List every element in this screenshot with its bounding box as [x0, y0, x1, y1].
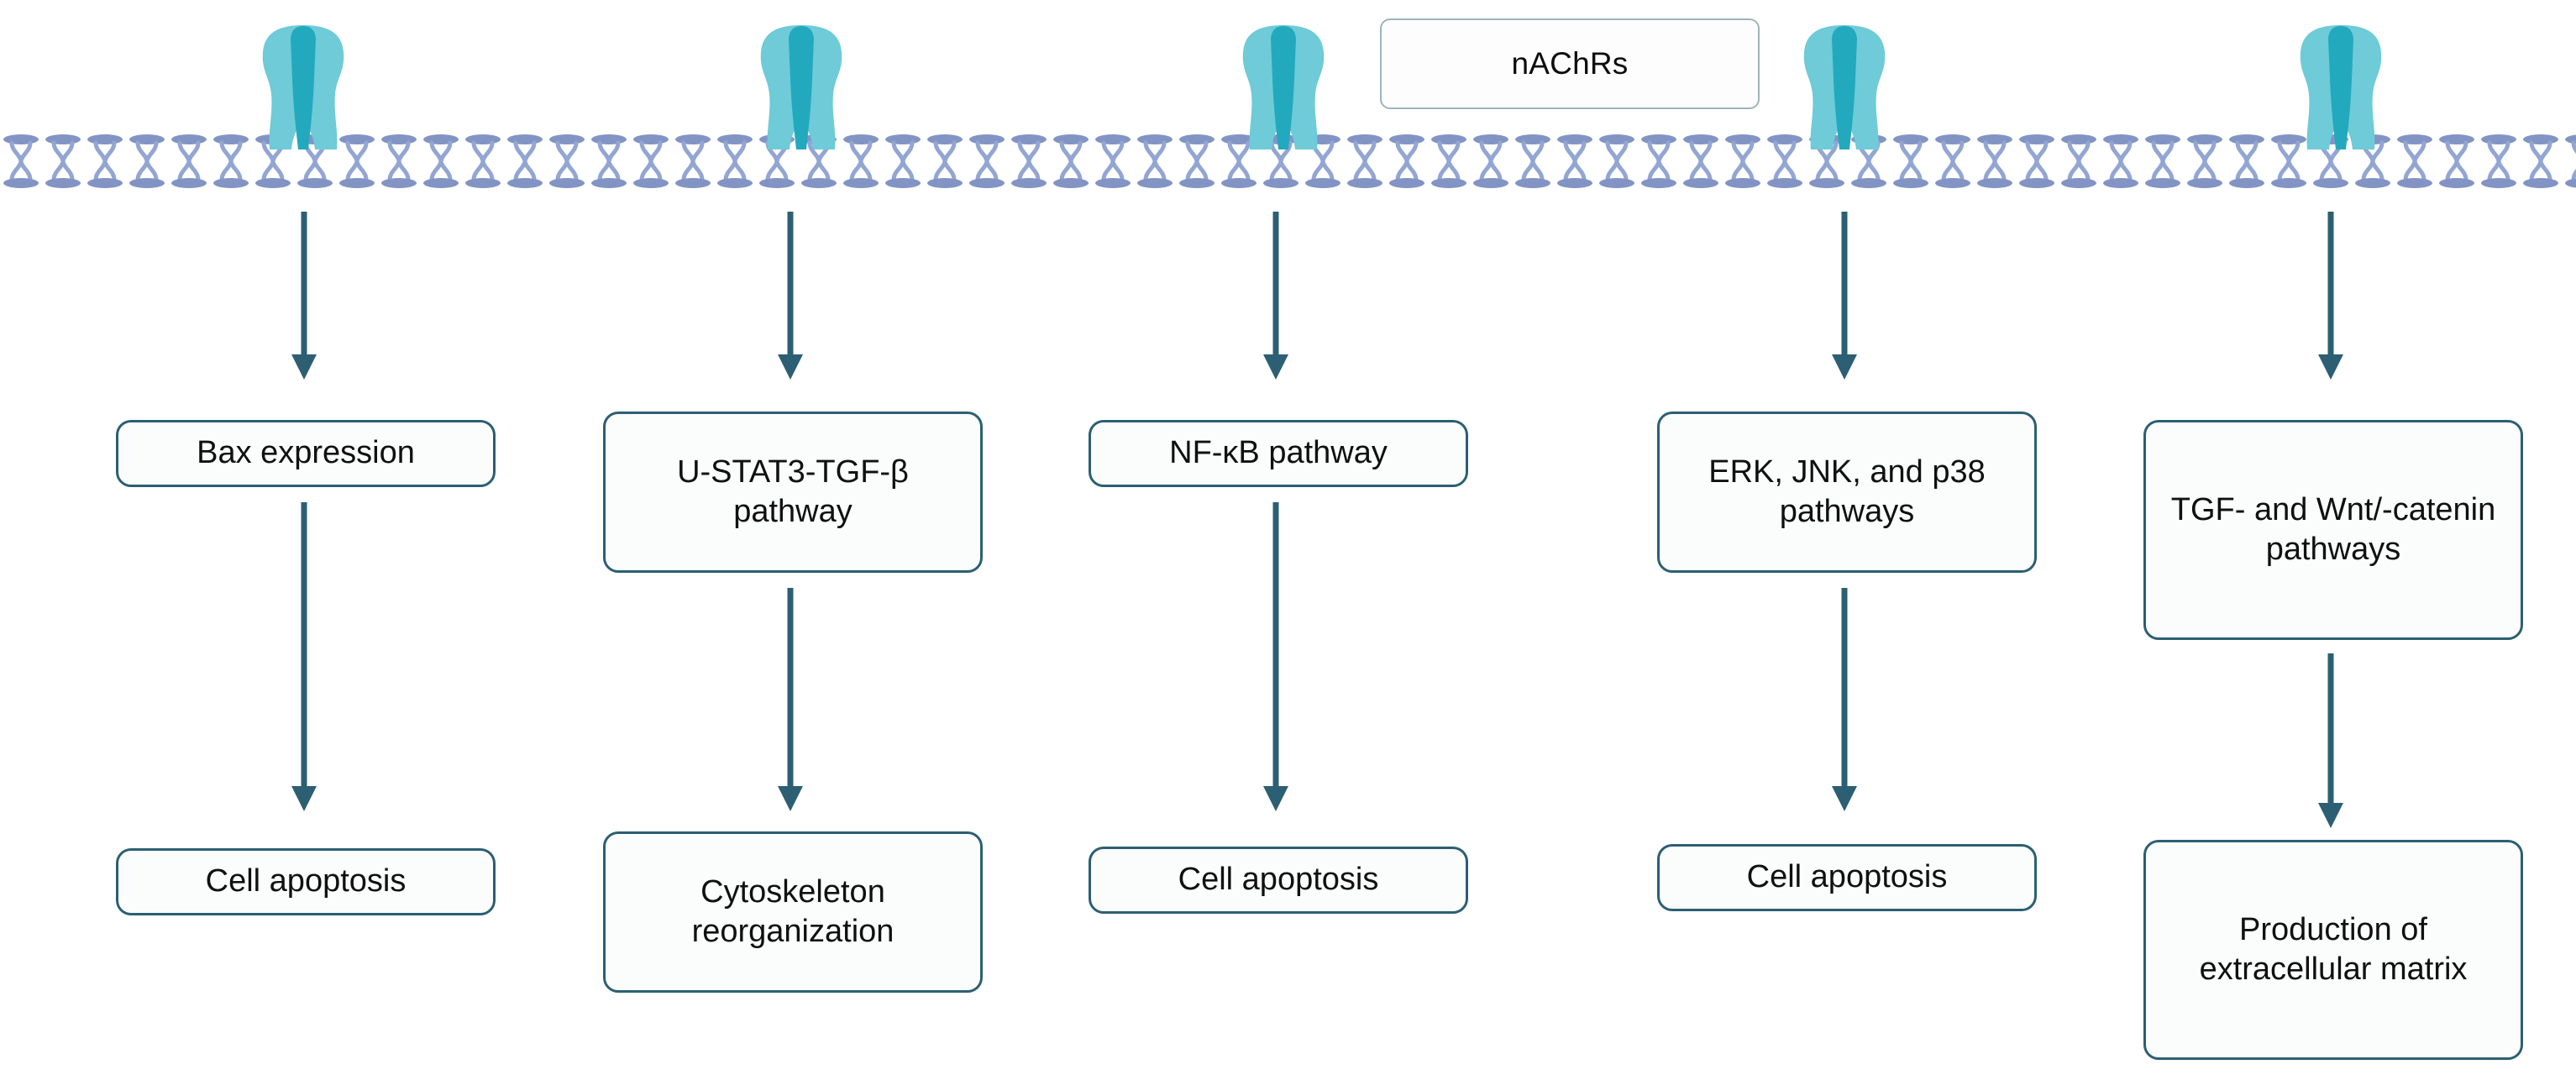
nachr-receptor-1 [249, 24, 357, 158]
nachr-receptor-3 [1230, 24, 1337, 158]
column-2-arrow-upper-to-lower [774, 588, 807, 811]
node-cell-apoptosis-1[interactable]: Cell apoptosis [116, 848, 496, 915]
node-tgf-wnt-catenin-pathways-label: TGF- and Wnt/-catenin pathways [2170, 491, 2496, 567]
node-cell-apoptosis-1-label: Cell apoptosis [205, 863, 407, 899]
node-cell-apoptosis-3-label: Cell apoptosis [1746, 859, 1948, 895]
node-erk-jnk-p38-pathways[interactable]: ERK, JNK, and p38 pathways [1657, 412, 2037, 573]
column-1-arrow-membrane-to-upper [287, 212, 321, 380]
node-cell-apoptosis-3[interactable]: Cell apoptosis [1657, 844, 2037, 911]
node-production-extracellular-matrix[interactable]: Production of extracellular matrix [2143, 840, 2523, 1060]
node-cytoskeleton-reorganization-label: Cytoskeleton reorganization [691, 873, 895, 949]
node-tgf-wnt-catenin-pathways[interactable]: TGF- and Wnt/-catenin pathways [2143, 420, 2523, 640]
column-5-arrow-upper-to-lower [2314, 653, 2348, 828]
nachr-receptor-2 [748, 24, 855, 158]
nachrs-legend-box: nAChRs [1380, 18, 1760, 109]
column-5-arrow-membrane-to-upper [2314, 212, 2348, 380]
node-cell-apoptosis-2-label: Cell apoptosis [1178, 862, 1379, 898]
node-production-extracellular-matrix-label: Production of extracellular matrix [2199, 911, 2468, 987]
node-ustat3-tgfb-pathway-label: U-STAT3-TGF-β pathway [677, 454, 909, 529]
column-1-arrow-upper-to-lower [287, 502, 321, 811]
node-ustat3-tgfb-pathway[interactable]: U-STAT3-TGF-β pathway [603, 412, 983, 573]
node-nfkb-pathway-label: NF-κB pathway [1169, 435, 1388, 471]
node-cytoskeleton-reorganization[interactable]: Cytoskeleton reorganization [603, 831, 983, 993]
node-bax-expression-label: Bax expression [197, 435, 415, 471]
column-4-arrow-upper-to-lower [1828, 588, 1861, 811]
node-erk-jnk-p38-pathways-label: ERK, JNK, and p38 pathways [1708, 454, 1986, 529]
column-3-arrow-membrane-to-upper [1259, 212, 1293, 380]
column-4-arrow-membrane-to-upper [1828, 212, 1861, 380]
column-2-arrow-membrane-to-upper [774, 212, 807, 380]
nachr-receptor-5 [2287, 24, 2395, 158]
node-bax-expression[interactable]: Bax expression [116, 420, 496, 487]
node-cell-apoptosis-2[interactable]: Cell apoptosis [1089, 847, 1468, 914]
node-nfkb-pathway[interactable]: NF-κB pathway [1089, 420, 1468, 487]
nachr-receptor-4 [1791, 24, 1898, 158]
nachrs-legend-label: nAChRs [1511, 46, 1629, 81]
column-3-arrow-upper-to-lower [1259, 502, 1293, 811]
